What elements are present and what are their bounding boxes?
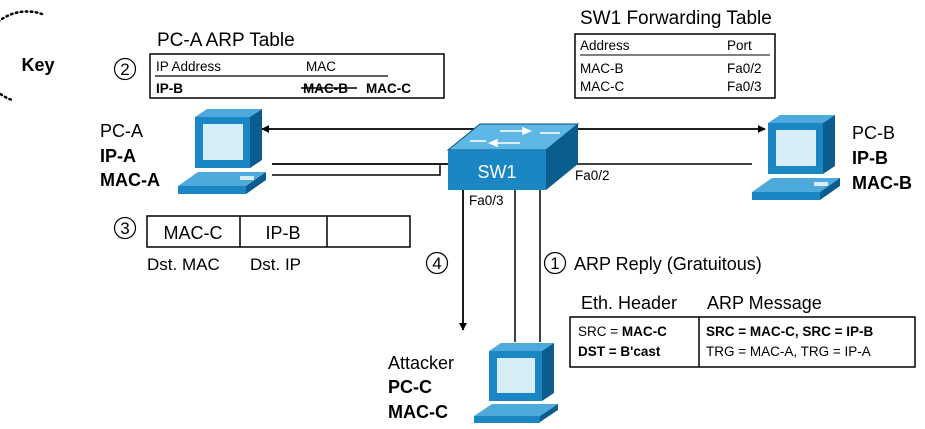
arp-message-box [569,316,916,368]
fwd-table-title: SW1 Forwarding Table [580,8,772,29]
arp-row-mac-new: MAC-C [366,81,411,96]
frame-dst-mac: MAC-C [164,223,223,243]
switch-name: SW1 [477,162,516,182]
attacker-role: Attacker [388,353,454,373]
arp-message-table: Eth. Header ARP Message SRC = MAC-C DST … [569,293,916,368]
arp-table-title: PC-A ARP Table [157,30,295,51]
pc-b-name: PC-B [852,123,895,143]
pc-b-ip: IP-B [852,148,888,168]
step-3-number: 3 [120,219,129,238]
attacker-name: PC-C [388,377,432,397]
frame-dst-mac-label: Dst. MAC [147,255,220,274]
step-3-circle [113,216,137,240]
arp-col-mac: MAC [306,59,336,74]
port-fa0-3-label: Fa0/3 [469,193,504,208]
arp-col-ip: IP Address [156,59,221,74]
key-badge: Key [0,10,55,102]
arp-message-title: ARP Message [707,293,822,313]
pc-b-mac: MAC-B [852,173,912,193]
fwd-col-port: Port [727,38,752,53]
fwd-row-port: Fa0/3 [727,79,762,94]
arp-row-ip: IP-B [156,81,183,96]
pc-a-mac: MAC-A [100,170,160,190]
step-2-number: 2 [120,60,129,79]
eth-dst-line: DST = B'cast [578,344,661,359]
fwd-row-address: MAC-B [580,61,624,76]
step-1-number: 1 [550,254,559,273]
fwd-col-address: Address [580,38,630,53]
attacker-computer-icon [474,343,558,423]
arp-reply-label: ARP Reply (Gratuitous) [574,254,762,274]
fwd-table-box [574,33,776,99]
frame-dst-ip-label: Dst. IP [250,255,301,274]
pc-a-computer-icon [178,109,266,194]
switch-sw1: SW1 [446,123,580,190]
switch-front [448,150,546,190]
step-2-circle [113,57,137,81]
eth-header-title: Eth. Header [581,293,677,313]
port-fa0-2-label: Fa0/2 [575,168,610,183]
switch-arrows-icon [470,126,560,148]
eth-src-prefix: SRC = [578,324,622,339]
eth-src-value: MAC-C [622,324,667,339]
pc-a-name: PC-A [100,121,143,141]
frame-diagram: 3 MAC-C IP-B Dst. MAC Dst. IP [113,215,411,274]
step-1-circle [543,251,567,275]
frame-dst-ip: IP-B [265,223,300,243]
network-links [272,163,752,342]
forwarding-table: SW1 Forwarding Table Address Port MAC-B … [574,8,776,99]
switch-side [546,124,578,190]
arp-trg-line: TRG = MAC-A, TRG = IP-A [706,344,871,359]
arp-table: PC-A ARP Table 2 IP Address MAC IP-B MAC… [113,30,445,99]
arp-src-line: SRC = MAC-C, SRC = IP-B [706,324,874,339]
link-pc-a-sw1 [272,163,441,176]
step-4-number: 4 [432,254,441,273]
pc-a-ip: IP-A [100,146,136,166]
frame-box [146,215,411,248]
key-label: Key [21,55,54,75]
attacker-mac: MAC-C [388,402,448,422]
fwd-row-port: Fa0/2 [727,61,762,76]
step-4-circle [425,251,449,275]
pc-b-computer-icon [752,115,840,200]
fwd-row-address: MAC-C [580,79,624,94]
eth-src-line: SRC = MAC-C [578,324,667,339]
